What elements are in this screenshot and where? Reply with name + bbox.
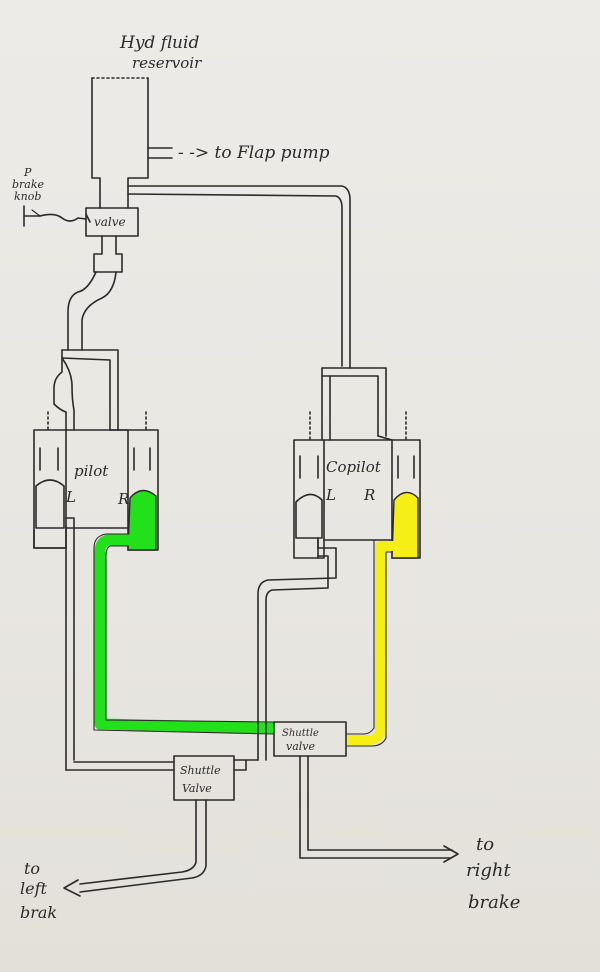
pilot-pedal-body xyxy=(65,429,129,529)
left-shuttle-valve xyxy=(63,755,235,897)
to-left-brake-line3: brak xyxy=(20,903,57,922)
pilot-header-pipe xyxy=(53,349,119,431)
to-left-brake-line2: left xyxy=(20,879,48,898)
parking-brake-knob xyxy=(23,205,91,227)
copilot-left-master-cylinder xyxy=(293,411,325,559)
brake-knob-label-line2: brake xyxy=(12,178,45,191)
copilot-left-brake-line xyxy=(233,539,337,771)
copilot-label: Copilot xyxy=(326,458,382,476)
reservoir-label-line2: reservoir xyxy=(132,54,202,72)
right-shuttle-label-line2: valve xyxy=(286,740,316,753)
pilot-right-label: R xyxy=(117,490,129,508)
copilot-left-label: L xyxy=(325,486,336,504)
left-shuttle-label-line1: Shuttle xyxy=(180,764,221,777)
supply-line-to-copilot xyxy=(127,185,351,369)
pilot-left-label: L xyxy=(65,488,76,506)
left-shuttle-label-line2: Valve xyxy=(182,782,212,795)
to-left-brake-line1: to xyxy=(24,859,40,878)
to-right-brake-line1: to xyxy=(476,834,494,855)
pilot-label: pilot xyxy=(74,462,109,480)
pilot-right-master-cylinder xyxy=(109,411,159,551)
hydraulic-fluid-reservoir xyxy=(91,77,173,209)
to-right-brake-line3: brake xyxy=(468,892,520,913)
copilot-right-label: R xyxy=(363,486,375,504)
right-shuttle-label-line1: Shuttle xyxy=(282,728,319,739)
valve-outlet-fitting xyxy=(67,235,123,351)
valve-label: valve xyxy=(94,215,126,229)
pilot-left-master-cylinder xyxy=(33,411,75,771)
copilot-right-master-cylinder xyxy=(377,411,421,559)
brake-knob-label-line3: knob xyxy=(14,190,41,203)
reservoir-label-line1: Hyd fluid xyxy=(119,33,199,53)
right-shuttle-valve xyxy=(273,721,459,863)
copilot-header-pipe xyxy=(321,367,387,441)
brake-knob-label-line1: P xyxy=(23,166,32,179)
copilot-right-brake-line xyxy=(345,539,394,747)
parking-brake-valve xyxy=(85,207,139,237)
flap-pump-label: - -> to Flap pump xyxy=(178,143,330,163)
to-right-brake-line2: right xyxy=(466,860,511,881)
pilot-right-brake-line xyxy=(93,533,275,735)
